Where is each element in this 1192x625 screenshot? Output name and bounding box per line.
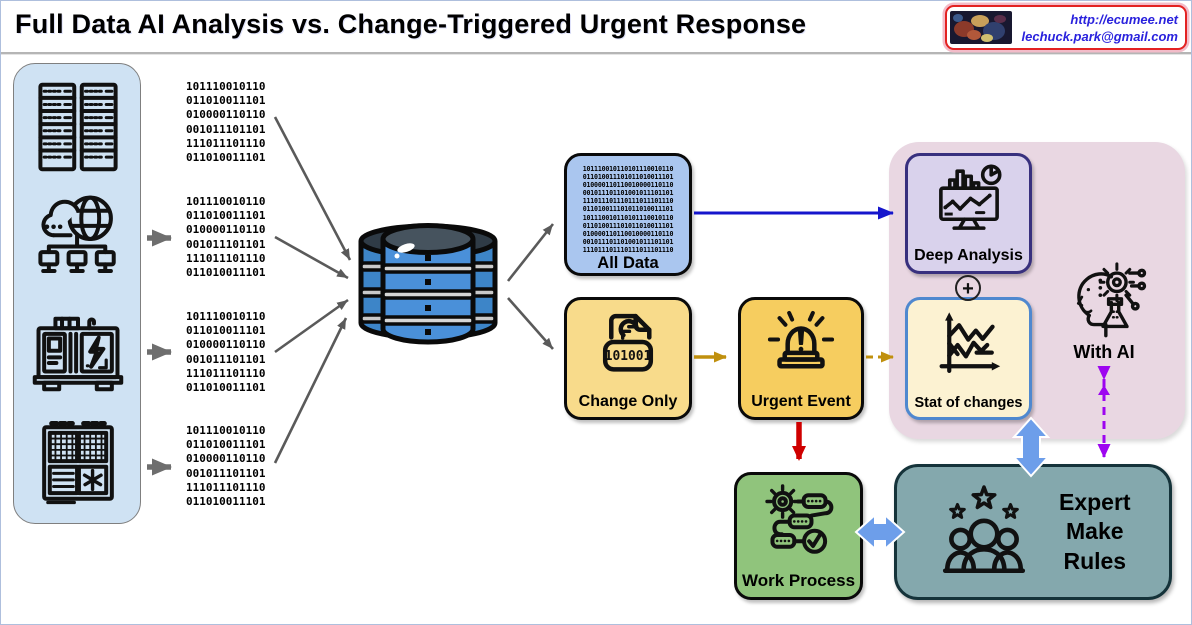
deep-analysis-label: Deep Analysis	[914, 247, 1023, 264]
contact-badge: http://ecumee.net lechuck.park@gmail.com	[945, 5, 1187, 50]
svg-text:101001: 101001	[605, 349, 652, 364]
binary-stream-1: 101110010110 011010011101 010000110110 0…	[186, 80, 266, 165]
work-process-icon	[759, 482, 839, 560]
hvac-unit-icon	[31, 416, 125, 510]
contact-email[interactable]: lechuck.park@gmail.com	[1021, 28, 1178, 44]
node-urgent-event[interactable]: Urgent Event	[738, 297, 864, 420]
expert-make-rules-label: Expert Make Rules	[1059, 488, 1131, 574]
page-title: Full Data AI Analysis vs. Change-Trigger…	[15, 9, 807, 39]
binary-stream-3: 101110010110 011010011101 010000110110 0…	[186, 310, 266, 395]
binary-stream-2: 101110010110 011010011101 010000110110 0…	[186, 195, 266, 280]
ai-head-icon	[1058, 251, 1150, 343]
server-racks-icon	[31, 80, 125, 174]
with-ai-label: With AI	[1073, 342, 1135, 362]
change-only-label: Change Only	[578, 393, 678, 410]
node-change-only[interactable]: 101001 Change Only	[564, 297, 692, 420]
node-deep-analysis[interactable]: Deep Analysis	[905, 153, 1032, 274]
stat-chart-icon	[929, 312, 1000, 383]
siren-icon	[763, 307, 839, 381]
node-all-data[interactable]: 101110010110101110010110 011010011101011…	[564, 153, 692, 276]
urgent-event-label: Urgent Event	[751, 393, 851, 410]
plus-symbol: +	[962, 278, 974, 300]
db-out-lines	[506, 223, 555, 350]
cloud-network-icon	[31, 192, 125, 286]
plus-combiner: +	[955, 275, 981, 301]
contact-url[interactable]: http://ecumee.net	[1070, 11, 1178, 27]
pixel-art-image	[950, 11, 1012, 44]
source-to-db-lines	[273, 116, 352, 464]
title-divider	[1, 52, 1191, 55]
all-data-binary: 101110010110101110010110 011010011101011…	[582, 165, 674, 254]
database-stack-icon	[358, 223, 498, 345]
analysis-monitor-icon	[930, 163, 1008, 237]
change-document-icon: 101001	[590, 307, 666, 383]
stat-of-changes-label: Stat of changes	[914, 395, 1023, 411]
contact-thumbnail-image	[950, 11, 1012, 44]
generator-icon	[31, 300, 125, 394]
icon-to-binary-arrows	[147, 229, 172, 476]
node-stat-of-changes[interactable]: Stat of changes	[905, 297, 1032, 420]
binary-stream-4: 101110010110 011010011101 010000110110 0…	[186, 424, 266, 509]
data-sources-panel	[13, 63, 141, 524]
expert-people-icon	[933, 481, 1035, 583]
node-expert-make-rules[interactable]: Expert Make Rules	[894, 464, 1172, 600]
node-work-process[interactable]: Work Process	[734, 472, 863, 600]
all-data-label: All Data	[597, 254, 659, 273]
work-process-label: Work Process	[741, 571, 856, 590]
